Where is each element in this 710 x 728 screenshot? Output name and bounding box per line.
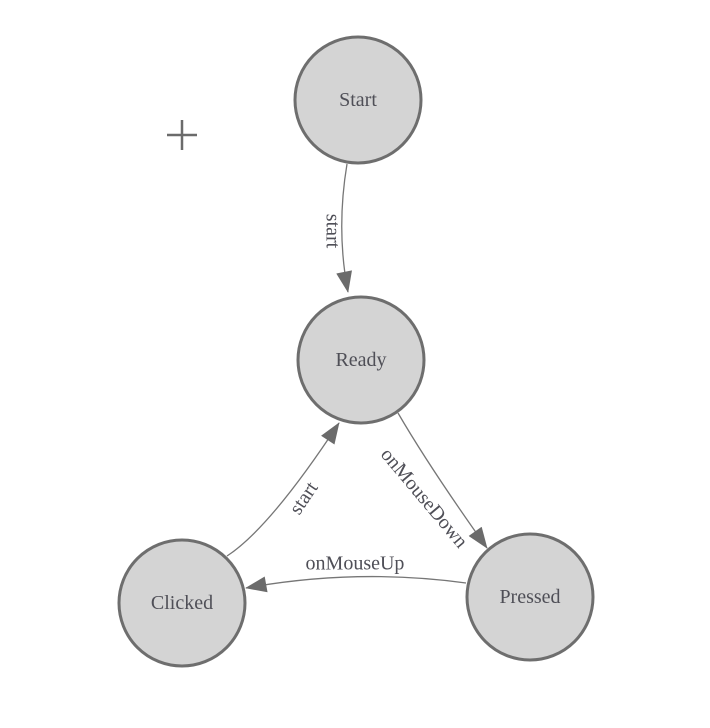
edge-start-to-ready[interactable]: [336, 163, 352, 293]
node-circle-clicked[interactable]: [117, 538, 247, 668]
edge-clicked-to-ready[interactable]: [226, 422, 340, 557]
node-label-clicked: Clicked: [151, 592, 213, 614]
node-start[interactable]: Start: [293, 35, 423, 165]
edge-label-pressed-to-clicked: onMouseUp: [306, 553, 405, 575]
node-label-pressed: Pressed: [499, 586, 560, 608]
node-circle-start[interactable]: [293, 35, 423, 165]
node-circle-pressed[interactable]: [465, 532, 595, 662]
edge-label-ready-to-pressed: onMouseDown: [376, 444, 472, 553]
node-clicked[interactable]: Clicked: [117, 538, 247, 668]
edge-label-clicked-to-ready: start: [285, 477, 323, 518]
node-pressed[interactable]: Pressed: [465, 532, 595, 662]
node-circle-ready[interactable]: [296, 295, 426, 425]
edge-pressed-to-clicked[interactable]: [245, 575, 467, 593]
node-label-ready: Ready: [335, 349, 386, 371]
edge-ready-to-pressed[interactable]: [397, 412, 488, 549]
plus-cursor-icon: [167, 120, 197, 150]
edge-label-start-to-ready: start: [321, 214, 343, 249]
node-ready[interactable]: Ready: [296, 295, 426, 425]
node-label-start: Start: [339, 89, 377, 111]
